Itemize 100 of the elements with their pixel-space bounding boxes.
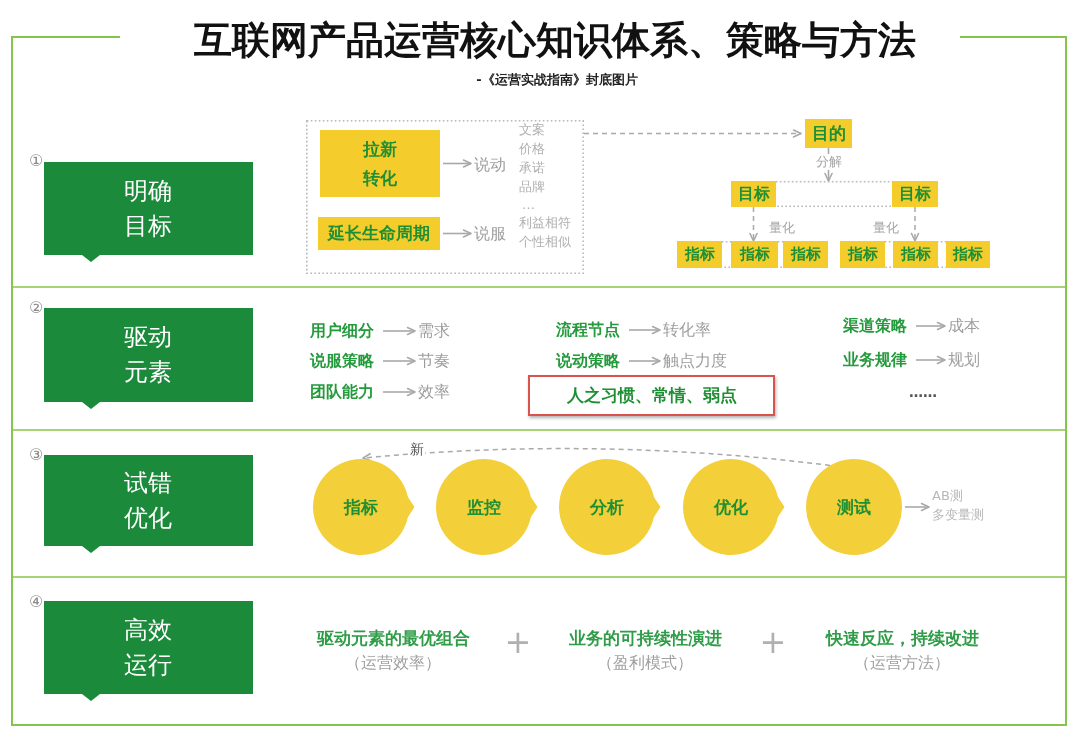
step-number: ④: [29, 592, 44, 612]
plus-sign: +: [503, 627, 533, 657]
step-label: 测试: [837, 495, 871, 519]
highlight-box: [805, 119, 852, 148]
highlight-box: [892, 181, 938, 207]
dotted-frame: [306, 120, 584, 274]
box-label: 目的: [811, 123, 846, 144]
side-note: 承诺: [519, 159, 545, 176]
formula-term: 快速反应，持续改进: [824, 628, 980, 650]
section-tab: [44, 455, 253, 553]
highlight-box: [946, 241, 990, 268]
highlight-box: [783, 241, 828, 268]
step-label: 指标: [344, 495, 378, 519]
result-term: 需求: [418, 321, 454, 341]
step-number: ①: [29, 151, 44, 171]
step-label: 监控: [467, 495, 501, 519]
key-term: 渠道策略: [843, 316, 913, 336]
arrow: [915, 321, 946, 331]
result-term: 说动: [474, 155, 510, 175]
edge-label: 量化: [768, 220, 796, 236]
arrow: [628, 356, 661, 366]
formula-term: 业务的可持续性演进: [567, 628, 723, 650]
tab-title: 试错优化: [123, 467, 174, 534]
dotted-frame: [840, 241, 990, 268]
step-label: 优化: [714, 495, 748, 519]
box-label: 目标: [737, 184, 770, 204]
tab-title: 驱动元素: [123, 322, 174, 388]
side-note: 品牌: [519, 178, 545, 195]
result-term: 说服: [474, 224, 510, 244]
side-note: 利益相符: [519, 214, 571, 231]
formula-note: （运营效率）: [344, 652, 442, 674]
note-text: 多变量测: [932, 506, 985, 524]
dotted-frame: [731, 181, 938, 207]
formula-term: 驱动元素的最优组合: [315, 628, 471, 650]
result-term: 效率: [418, 382, 454, 402]
side-note: 价格: [519, 140, 545, 157]
edge-label: 分解: [815, 154, 843, 170]
highlight-box: [893, 241, 938, 268]
section-tab: [44, 162, 253, 262]
box-label: 指标: [900, 245, 931, 264]
edge-label: 新: [409, 441, 425, 457]
box-label: 指标: [739, 245, 770, 264]
plus-sign: +: [758, 627, 788, 657]
section-tab: [44, 601, 253, 701]
arrow: [910, 206, 920, 242]
arrow: [442, 229, 472, 238]
arrow: [382, 387, 416, 397]
arrow: [749, 206, 758, 242]
step-number: ③: [29, 445, 44, 465]
arrow: [442, 159, 472, 168]
title: 互联网产品运营核心知识体系、策略与方法: [193, 17, 917, 64]
tab-title: 明确目标: [123, 175, 174, 242]
highlight-box: [731, 181, 776, 207]
arrow: [382, 356, 416, 366]
box-label: 转化: [363, 167, 397, 189]
highlight-box: [318, 217, 440, 250]
side-note: …: [522, 196, 535, 213]
key-term: 流程节点: [556, 320, 626, 340]
arrow: [904, 502, 930, 512]
side-note: 个性相似: [519, 233, 571, 250]
key-term: 业务规律: [843, 350, 913, 370]
result-term: 触点力度: [663, 351, 731, 371]
highlight-box: [840, 241, 885, 268]
box-label: 指标: [684, 245, 715, 264]
arrow: [915, 355, 946, 365]
result-term: 规划: [948, 350, 984, 370]
ellipsis-text: ……: [908, 383, 938, 402]
result-term: 节奏: [418, 351, 454, 371]
step-label: 分析: [590, 495, 624, 519]
callout-box: [528, 375, 775, 416]
box-label: 目标: [899, 184, 931, 204]
step-circle: [806, 459, 902, 555]
formula-note: （盈利模式）: [596, 652, 694, 674]
box-label: 指标: [847, 245, 878, 264]
note-text: AB测: [932, 487, 964, 505]
result-term: 转化率: [663, 320, 715, 340]
callout-text: 人之习惯、常情、弱点: [566, 384, 737, 407]
box-label: 延长生命周期: [328, 223, 430, 244]
box-label: 拉新: [363, 138, 397, 160]
formula-note: （运营方法）: [853, 652, 951, 674]
arrow: [583, 129, 802, 138]
edge-label: 量化: [872, 220, 900, 236]
side-note: 文案: [519, 121, 545, 138]
result-term: 成本: [948, 316, 984, 336]
key-term: 说服策略: [310, 351, 380, 371]
highlight-box: [731, 241, 778, 268]
tab-title: 高效运行: [123, 614, 174, 681]
highlight-box: [320, 130, 440, 197]
arrow: [628, 325, 661, 335]
arrow: [382, 326, 416, 336]
key-term: 团队能力: [310, 382, 380, 402]
step-number: ②: [29, 298, 44, 318]
subtitle: -《运营实战指南》封底图片: [475, 71, 639, 89]
section-tab: [44, 308, 253, 409]
arrow: [362, 447, 831, 467]
key-term: 用户细分: [310, 321, 380, 341]
box-label: 指标: [790, 245, 821, 264]
box-label: 指标: [953, 245, 983, 264]
highlight-box: [677, 241, 722, 268]
key-term: 说动策略: [556, 351, 626, 371]
